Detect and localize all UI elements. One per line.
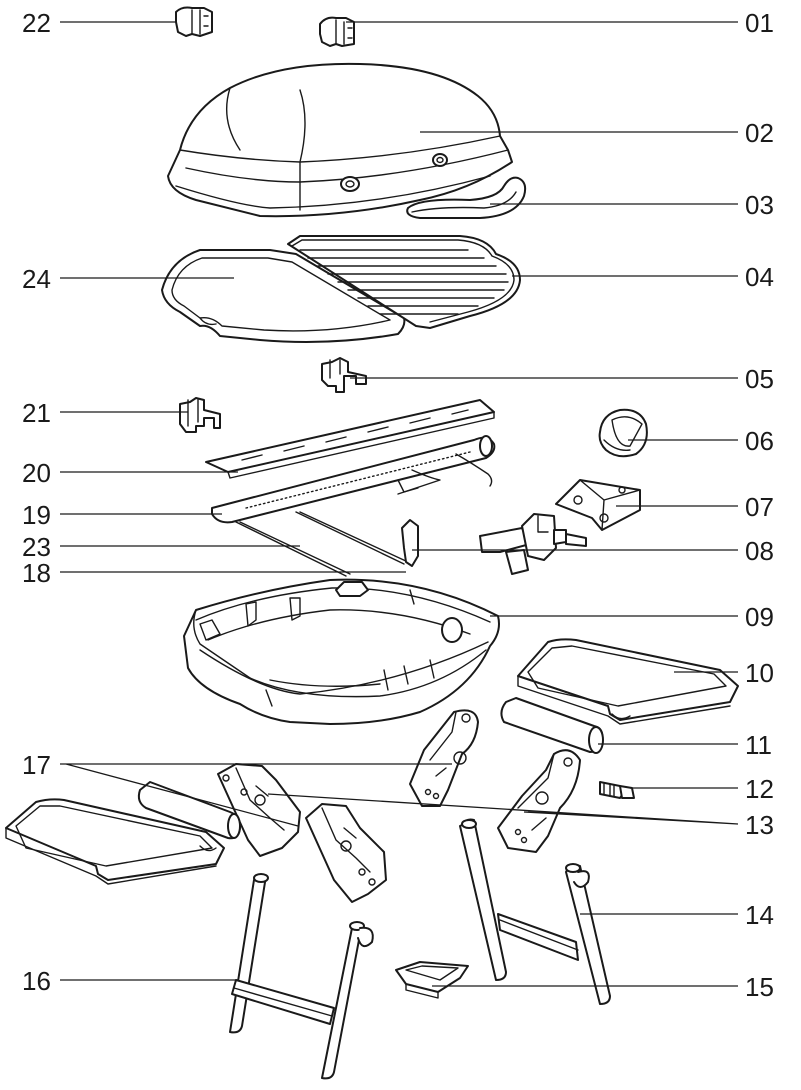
part-22-hinge-bracket: [175, 6, 213, 37]
label-02: 02: [745, 118, 774, 148]
label-11: 11: [745, 730, 772, 760]
label-07: 07: [745, 492, 774, 522]
label-09: 09: [745, 602, 774, 632]
label-04: 04: [745, 262, 774, 292]
part-15-grease-tray: [395, 961, 469, 999]
part-13-leg-bracket: [409, 709, 479, 807]
part-23-support-rod: [235, 521, 351, 577]
label-17: 17: [22, 750, 51, 780]
leader-17: [60, 763, 452, 827]
part-24-griddle-plate: [161, 249, 406, 343]
part-16-leg: [229, 873, 374, 1080]
part-07-control-panel: [555, 479, 641, 531]
label-12: 12: [745, 774, 774, 804]
part-12-connector: [599, 781, 635, 799]
part-13-leg-bracket-2: [497, 749, 581, 853]
part-20-heat-shield: [205, 399, 495, 479]
part-08-valve-assembly: [401, 513, 587, 575]
part-10-side-table: [517, 638, 739, 725]
label-05: 05: [745, 364, 774, 394]
part-04-cooking-grate: [287, 235, 521, 329]
label-21: 21: [22, 398, 51, 428]
part-11-tube: [500, 697, 604, 754]
part-21-bracket: [179, 397, 221, 433]
part-06-control-knob: [598, 408, 648, 458]
label-15: 15: [745, 972, 774, 1002]
label-01: 01: [745, 8, 774, 38]
label-03: 03: [745, 190, 774, 220]
part-19-burner-tube: [211, 435, 496, 524]
part-05-bracket: [321, 357, 367, 393]
part-03-lid-handle: [406, 176, 527, 219]
label-23: 23: [22, 532, 51, 562]
label-19: 19: [22, 500, 51, 530]
part-09-cook-box: [183, 578, 500, 725]
label-14: 14: [745, 900, 774, 930]
label-24: 24: [22, 264, 51, 294]
part-17-leg-bracket-2: [305, 803, 387, 903]
left-side-table: [5, 798, 225, 885]
label-18: 18: [22, 558, 51, 588]
part-01-hinge-bracket: [319, 16, 355, 47]
part-14-leg: [459, 818, 611, 1005]
label-08: 08: [745, 536, 774, 566]
left-tube: [137, 781, 241, 840]
label-20: 20: [22, 458, 51, 488]
label-13: 13: [745, 810, 774, 840]
part-18-support-rod: [295, 511, 409, 565]
part-02-lid: [167, 62, 513, 218]
label-10: 10: [745, 658, 774, 688]
leader-13: [267, 793, 739, 825]
part-17-leg-bracket: [217, 763, 301, 857]
label-22: 22: [22, 8, 51, 38]
label-16: 16: [22, 966, 51, 996]
label-06: 06: [745, 426, 774, 456]
